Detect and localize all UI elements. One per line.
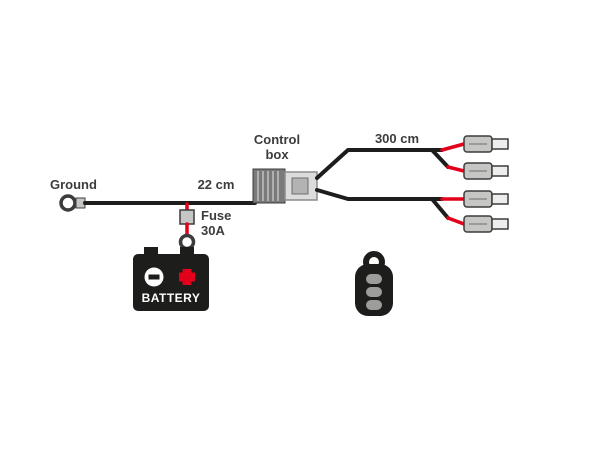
battery-terminal-right (180, 247, 194, 256)
connector-4 (463, 215, 509, 233)
output-wire-top-branch (430, 148, 450, 169)
output-lead-4 (446, 216, 466, 226)
control-box (252, 168, 318, 204)
ground-terminal (59, 194, 86, 212)
output-wire-top (315, 148, 444, 180)
wire-22cm-label: 22 cm (198, 177, 235, 192)
fuse-icon (179, 209, 195, 225)
output-wires (315, 142, 466, 226)
fuse-assembly (178, 202, 196, 251)
connector-1-tip (491, 138, 509, 150)
control-box-label-line2: box (265, 147, 289, 162)
output-lead-2 (446, 165, 466, 173)
connector-3-tip (491, 193, 509, 205)
fuse-label-line2: 30A (201, 223, 225, 238)
control-box-label-line1: Control (254, 132, 300, 147)
battery-ring-lug-icon (178, 233, 196, 251)
connector-2-tip (491, 165, 509, 177)
connector-4-tip (491, 218, 509, 230)
connector-3 (463, 190, 509, 208)
fob-button-2 (366, 287, 382, 297)
control-box-port (291, 177, 309, 195)
wire-300cm-label: 300 cm (375, 131, 419, 146)
battery-minus-bar (148, 274, 160, 280)
battery-label: BATTERY (142, 291, 201, 305)
connector-2 (463, 162, 509, 180)
ground-label: Ground (50, 177, 97, 192)
connector-1 (463, 135, 509, 153)
remote-fob (355, 251, 393, 316)
ground-ring-lug-icon (59, 194, 77, 212)
battery-terminal-left (144, 247, 158, 256)
battery: BATTERY (133, 247, 209, 311)
battery-plus-icon-vertical (182, 269, 192, 285)
fob-button-1 (366, 274, 382, 284)
output-lead-1 (440, 142, 466, 152)
output-wire-bottom-branch (430, 197, 450, 220)
fuse-label-line1: Fuse (201, 208, 231, 223)
fob-button-3 (366, 300, 382, 310)
output-wire-bottom (315, 188, 444, 201)
